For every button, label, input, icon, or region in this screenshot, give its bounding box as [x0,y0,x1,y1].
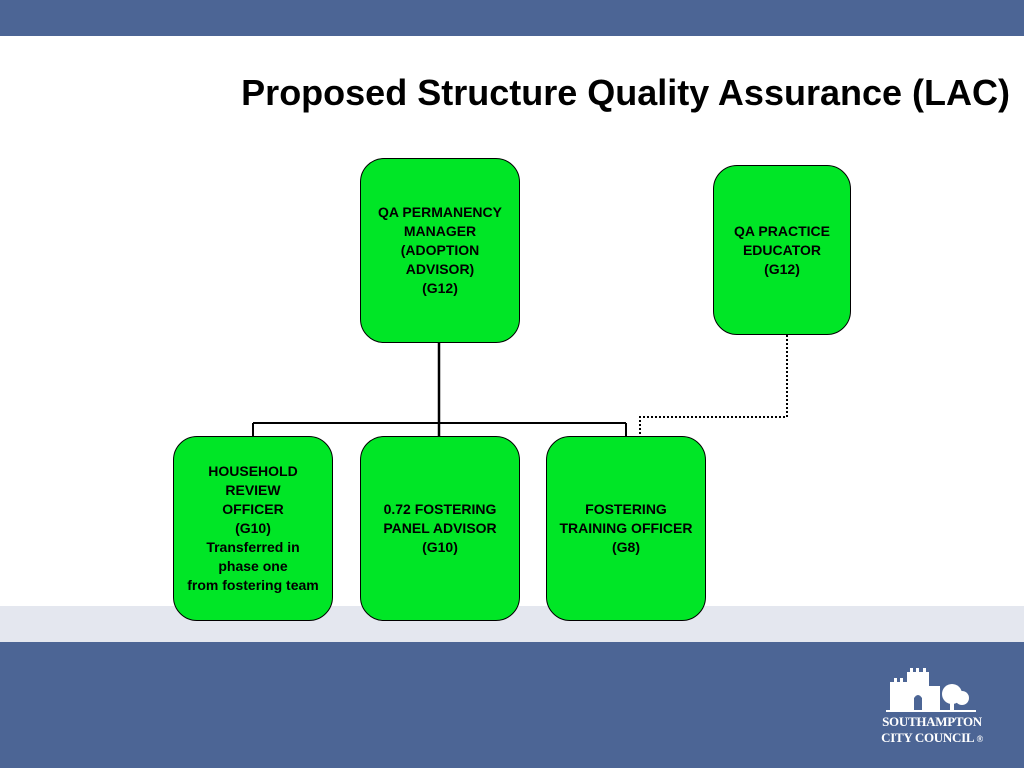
qa-permanency-manager-box: QA PERMANENCY MANAGER (ADOPTION ADVISOR)… [360,158,520,343]
box-line: from fostering team [187,577,319,593]
logo-text-line1: SOUTHAMPTON [882,714,982,729]
box-line: OFFICER [222,501,284,517]
castle-icon [886,668,976,712]
footer-band [0,642,1024,768]
box-line: QA PRACTICE [734,222,830,239]
southampton-city-council-logo: SOUTHAMPTON CITY COUNCIL ® [880,660,984,752]
logo-text-line2: CITY COUNCIL ® [880,730,984,746]
box-line: TRAINING OFFICER [559,520,693,536]
top-band [0,0,1024,36]
logo-text-council: CITY COUNCIL [881,730,974,745]
fostering-panel-advisor-box: 0.72 FOSTERING PANEL ADVISOR (G10) [360,436,520,621]
box-line: MANAGER [403,223,477,239]
box-line: (G12) [422,280,458,296]
box-line: phase one [218,558,288,574]
box-line: (G8) [612,539,640,555]
box-line: QA PERMANENCY [378,204,502,220]
qa-practice-educator-box: QA PRACTICE EDUCATOR (G12) [713,165,851,335]
box-line: EDUCATOR [742,241,822,258]
slide-title: Proposed Structure Quality Assurance (LA… [241,72,1010,113]
box-line: FOSTERING [585,501,667,517]
fostering-training-officer-box: FOSTERING TRAINING OFFICER (G8) [546,436,706,621]
household-review-officer-box: HOUSEHOLD REVIEW OFFICER (G10) Transferr… [173,436,333,621]
box-line: REVIEW [225,482,281,498]
box-line: (ADOPTION [400,242,480,258]
dotted-educator-link [639,335,788,436]
box-line: PANEL ADVISOR [383,520,497,536]
box-line: 0.72 FOSTERING [383,501,497,517]
box-line: (G10) [422,539,458,555]
registered-mark: ® [976,734,983,744]
box-line: (G10) [235,520,271,536]
box-line: HOUSEHOLD [208,463,298,479]
box-line: ADVISOR) [405,261,475,277]
box-line: Transferred in [206,539,300,555]
box-line: (G12) [764,260,800,277]
